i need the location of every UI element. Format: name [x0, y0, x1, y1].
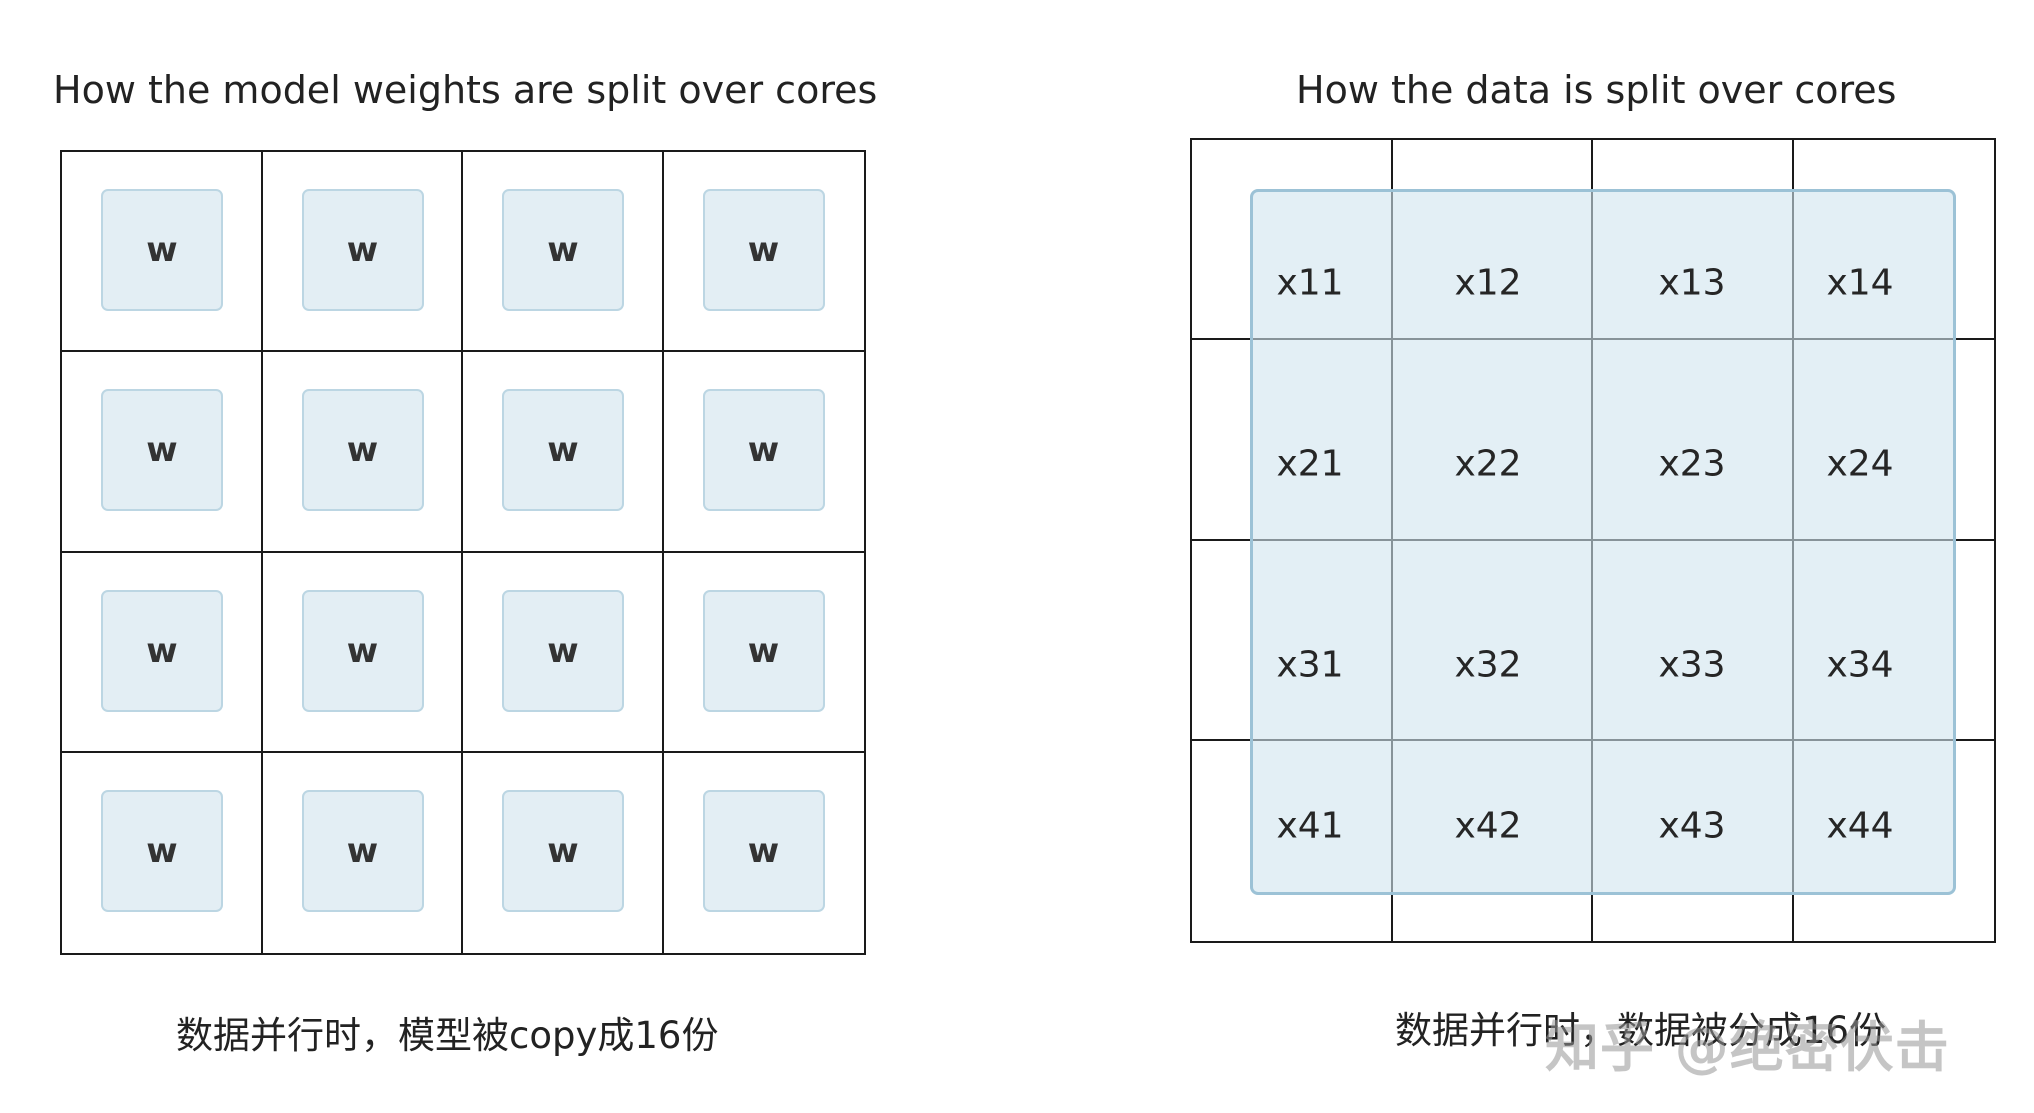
- weights-core-cell: w: [263, 752, 463, 953]
- model-weights-caption: 数据并行时，模型被copy成16份: [176, 1014, 719, 1057]
- data-shard-label: x13: [1658, 262, 1726, 304]
- data-block-panel: [1250, 189, 1956, 895]
- weights-core-cell: w: [664, 753, 865, 953]
- weight-block: w: [301, 589, 424, 712]
- data-shard-label: x34: [1826, 644, 1894, 686]
- weights-core-cell: w: [663, 352, 864, 553]
- data-split-caption: 数据并行时，数据被分成16份: [1395, 1009, 1887, 1052]
- weight-block: w: [702, 189, 825, 311]
- weights-core-cell: w: [262, 152, 463, 353]
- data-shard-label: x24: [1826, 443, 1894, 485]
- data-shard-label: x21: [1276, 443, 1344, 485]
- weight-block: w: [502, 789, 624, 912]
- weight-block: w: [702, 589, 825, 712]
- weight-block: w: [301, 389, 424, 512]
- weights-core-cell: w: [463, 552, 664, 753]
- weights-core-cell: w: [62, 352, 263, 553]
- weight-block: w: [301, 189, 424, 311]
- weights-core-cell: w: [262, 352, 463, 553]
- weights-core-cell: w: [62, 752, 263, 953]
- weight-block: w: [502, 189, 624, 311]
- data-shard-label: x42: [1454, 805, 1522, 847]
- data-shard-label: x33: [1658, 644, 1726, 686]
- model-weights-title: How the model weights are split over cor…: [53, 68, 878, 112]
- weights-core-cell: w: [62, 152, 263, 353]
- weight-block: w: [502, 589, 624, 712]
- watermark: 知乎 @绝密伏击: [1545, 1016, 1950, 1079]
- weights-core-cell: w: [463, 152, 664, 353]
- data-shard-label: x31: [1276, 644, 1344, 686]
- weights-core-cell: w: [262, 552, 463, 753]
- weights-core-cell: w: [663, 152, 864, 353]
- data-shard-label: x41: [1276, 805, 1344, 847]
- data-split-title: How the data is split over cores: [1296, 68, 1897, 112]
- data-shard-label: x12: [1454, 262, 1522, 304]
- data-shard-label: x32: [1454, 644, 1522, 686]
- weights-core-cell: w: [663, 553, 864, 753]
- data-shard-label: x14: [1826, 262, 1894, 304]
- data-shard-label: x43: [1658, 805, 1726, 847]
- weights-core-cell: w: [463, 352, 664, 553]
- weight-block: w: [301, 789, 424, 912]
- weight-block: w: [702, 789, 825, 912]
- weight-block: w: [101, 589, 223, 712]
- weight-block: w: [702, 389, 825, 512]
- weight-block: w: [101, 389, 223, 512]
- weights-core-cell: w: [463, 752, 664, 953]
- data-shard-label: x23: [1658, 443, 1726, 485]
- data-shard-label: x22: [1454, 443, 1522, 485]
- data-shard-label: x11: [1276, 262, 1344, 304]
- weight-block: w: [502, 389, 624, 512]
- weights-core-cell: w: [62, 552, 263, 753]
- weight-block: w: [101, 789, 223, 912]
- weight-block: w: [101, 189, 223, 311]
- data-shard-label: x44: [1826, 805, 1894, 847]
